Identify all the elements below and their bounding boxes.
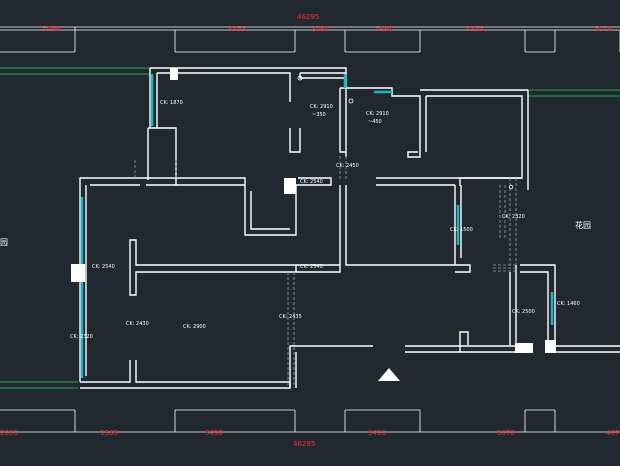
top-dimension-6: 5070 xyxy=(594,25,612,33)
bottom-dimension-4: 5490 xyxy=(368,429,386,437)
top-dimension-4: 5490 xyxy=(375,25,393,33)
bottom-dimension-3: 5490 xyxy=(205,429,223,437)
fixture-circle-1 xyxy=(297,75,303,81)
label-ck-2320-b: CK: 2320 xyxy=(70,334,93,340)
top-total-dimension: 46295 xyxy=(297,13,319,21)
label-ck-2540-b: CK: 2540 xyxy=(92,264,115,270)
label-ck-2540-c: CK: 2540 xyxy=(300,264,323,270)
label-ck-1500: CK: 1500 xyxy=(450,227,473,233)
label-ck-2540-a: CK: 2540 xyxy=(300,179,323,185)
label-ck-2320-a: CK: 2320 xyxy=(502,214,525,220)
label-ck-2450: CK: 2450 xyxy=(336,163,359,169)
bottom-total-dimension: 46295 xyxy=(293,440,315,448)
top-dimension-5: 3355 xyxy=(466,25,484,33)
top-dimension-3: 2080 xyxy=(311,25,329,33)
label-ck-2910-a: CK: 2910 xyxy=(310,104,333,110)
label-ck-2500: CK: 2500 xyxy=(512,309,535,315)
label-ck-2435: CK: 2435 xyxy=(279,314,302,320)
label-garden-left: 园 xyxy=(0,238,8,247)
label-ck-2910-a-range: ~350 xyxy=(312,112,326,118)
hidden-lines xyxy=(134,156,517,388)
columns xyxy=(71,68,556,353)
top-dimension-2: 3355 xyxy=(228,25,246,33)
fixture-circle-2 xyxy=(348,98,354,104)
label-ck-1870: CK: 1870 xyxy=(160,100,183,106)
windows xyxy=(80,74,554,378)
entrance-arrow-icon xyxy=(378,368,400,381)
top-dimension-1: 5490 xyxy=(42,25,60,33)
label-ck-2900: CK: 2900 xyxy=(183,324,206,330)
label-ck-2910-b-range: ~450 xyxy=(368,119,382,125)
fixture-circle-3 xyxy=(508,184,514,190)
label-ck-2430: CK: 2430 xyxy=(126,321,149,327)
label-ck-2910-b: CK: 2910 xyxy=(366,111,389,117)
bottom-dimension-2: 1565 xyxy=(100,429,118,437)
garden-boundary xyxy=(0,67,620,389)
top-dimension-chain xyxy=(0,26,620,53)
bottom-dimension-1: 2080 xyxy=(0,429,18,437)
bottom-dimension-6: 4070 xyxy=(606,429,620,437)
bottom-dimension-5: 3070 xyxy=(497,429,515,437)
bottom-dimension-chain xyxy=(0,409,620,433)
label-ck-1460: CK: 1460 xyxy=(557,301,580,307)
label-garden-right: 花园 xyxy=(575,220,591,230)
wall-outline xyxy=(79,67,620,389)
